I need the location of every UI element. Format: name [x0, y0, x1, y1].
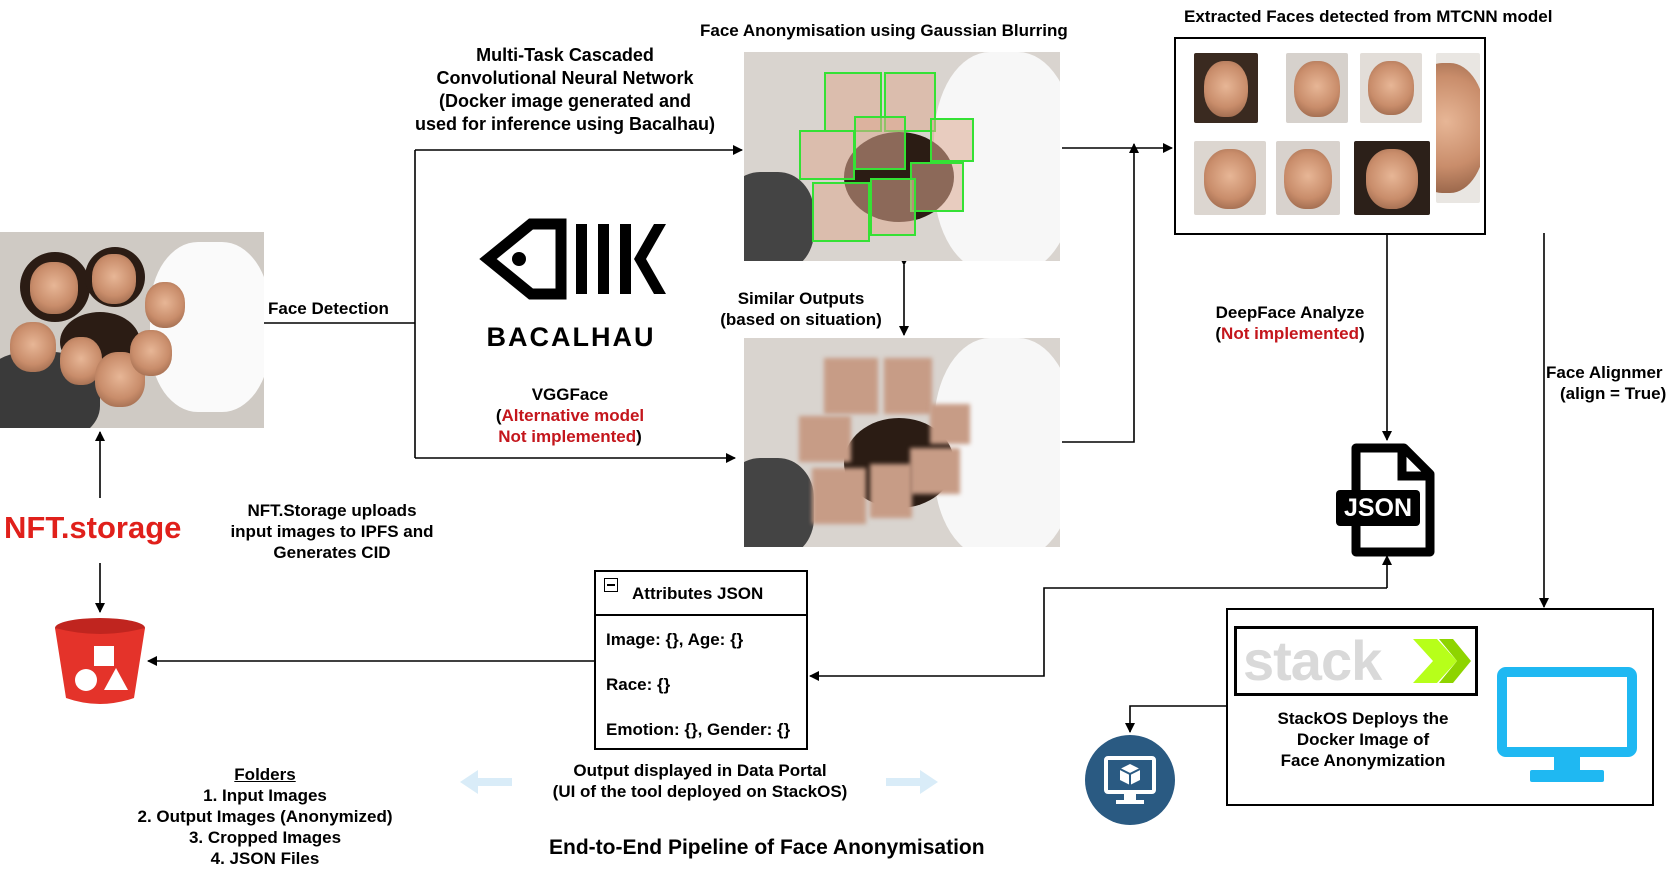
stackos-chevron-icon — [1413, 639, 1471, 683]
wire-stackos-to-vm — [1125, 705, 1226, 733]
virtual-machine-icon — [1085, 735, 1175, 825]
vggface-label: VGGFace (Alternative model Not implement… — [495, 385, 645, 446]
face-detection-label: Face Detection — [268, 299, 389, 318]
similar-outputs-label: Similar Outputs (based on situation) — [720, 289, 882, 329]
folders-title: Folders — [234, 765, 296, 784]
face-thumb — [1354, 141, 1430, 215]
right-faint-arrow-icon — [886, 770, 938, 794]
nftstorage-logo: NFT.storage — [4, 510, 182, 545]
monitor-icon — [1497, 667, 1637, 782]
stackos-description: StackOS Deploys the Docker Image of Face… — [1277, 709, 1449, 770]
attributes-header: Attributes JSON — [632, 584, 764, 603]
deepface-label: DeepFace Analyze (Not implemented) — [1215, 303, 1365, 343]
gaussian-title: Face Anonymisation using Gaussian Blurri… — [700, 21, 1068, 40]
bacalhau-logo-icon — [479, 218, 666, 300]
extracted-faces-title: Extracted Faces detected from MTCNN mode… — [1184, 7, 1553, 26]
face-thumb — [1194, 53, 1258, 123]
extracted-faces-panel — [1174, 37, 1486, 235]
json-file-icon: JSON — [1334, 442, 1444, 560]
face-thumb — [1276, 141, 1340, 215]
face-alignment-label: Face Alignmer (align = True) — [1546, 363, 1667, 403]
nft-description: NFT.Storage uploads input images to IPFS… — [230, 501, 434, 562]
storage-bucket-icon — [55, 618, 145, 704]
left-faint-arrow-icon — [460, 770, 512, 794]
gaussian-output-image — [744, 52, 1060, 261]
attributes-row: Emotion: {}, Gender: {} — [606, 720, 791, 739]
attributes-row: Race: {} — [606, 675, 671, 694]
folders-list: Folders 1. Input Images 2. Output Images… — [110, 764, 420, 869]
json-icon-text: JSON — [1343, 494, 1413, 522]
bacalhau-wordmark: BACALHAU — [486, 322, 656, 352]
output-portal-label: Output displayed in Data Portal (UI of t… — [552, 761, 848, 801]
mtcnn-label: Multi-Task Cascaded Convolutional Neural… — [414, 45, 716, 134]
face-thumb — [1360, 53, 1422, 123]
page-title: End-to-End Pipeline of Face Anonymisatio… — [549, 836, 985, 859]
stackos-panel: stack StackOS Deploys the Docker Image o… — [1226, 608, 1654, 806]
wire-json-to-attributes — [809, 587, 1387, 681]
wire-blur-to-merge — [1062, 143, 1139, 443]
face-thumb — [1286, 53, 1348, 123]
attributes-json-box: Attributes JSON Image: {}, Age: {} Race:… — [594, 570, 808, 750]
stackos-logo: stack — [1234, 626, 1478, 696]
input-image — [0, 232, 264, 428]
face-thumb — [1436, 53, 1480, 203]
face-thumb — [1194, 141, 1266, 215]
attributes-row: Image: {}, Age: {} — [606, 630, 744, 649]
collapse-toggle-icon[interactable] — [604, 578, 618, 592]
blurred-output-image — [744, 338, 1060, 547]
